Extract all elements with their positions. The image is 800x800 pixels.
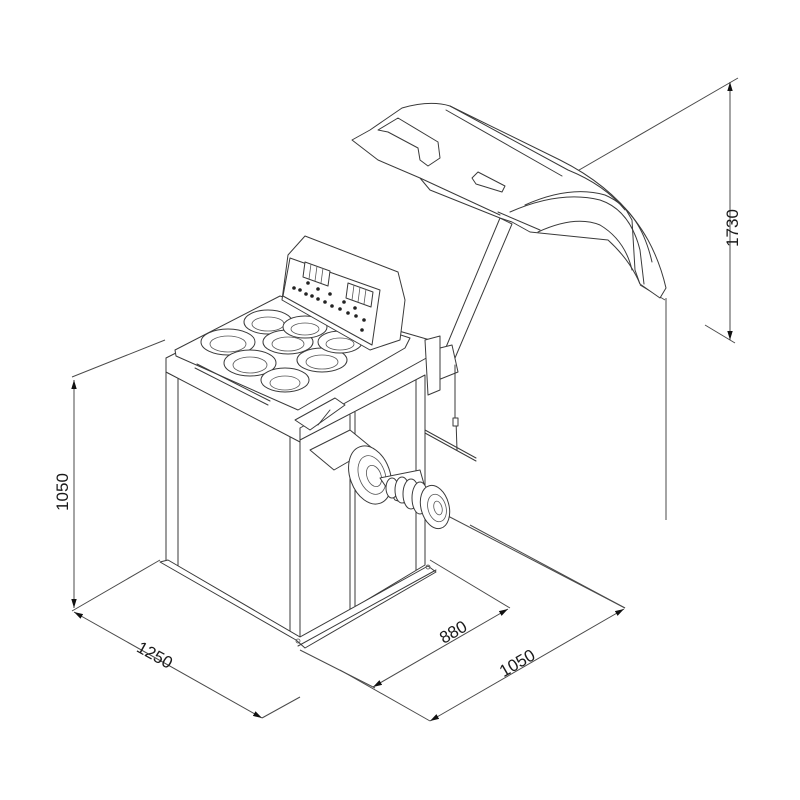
shaft-flange [348, 445, 392, 505]
digital-display-left [302, 261, 331, 287]
digital-display-right [345, 282, 374, 308]
dimension-overall-height: 1730 [509, 77, 742, 344]
control-panel [281, 235, 406, 351]
shaft-assembly [309, 429, 451, 530]
control-buttons [292, 281, 366, 332]
dim-label-1050-depth: 1050 [496, 646, 538, 681]
hood-support-arm [424, 217, 513, 462]
base-plate [159, 559, 437, 649]
threaded-shaft [379, 469, 433, 515]
distance-gauge-arm [424, 429, 477, 459]
dim-label-1250: 1250 [134, 638, 176, 673]
weight-cups [200, 309, 363, 393]
construction-line [445, 514, 626, 609]
centering-cone [419, 484, 451, 530]
wheel-guard-hood [351, 102, 667, 299]
dimension-width-1250: 1250 [73, 611, 301, 719]
dimension-cabinet-height: 1050 [53, 339, 166, 612]
dim-label-1050-height: 1050 [53, 473, 72, 511]
tray-arm-detail [294, 397, 346, 431]
dim-label-880: 880 [436, 617, 470, 648]
dim-label-1730: 1730 [723, 209, 742, 247]
